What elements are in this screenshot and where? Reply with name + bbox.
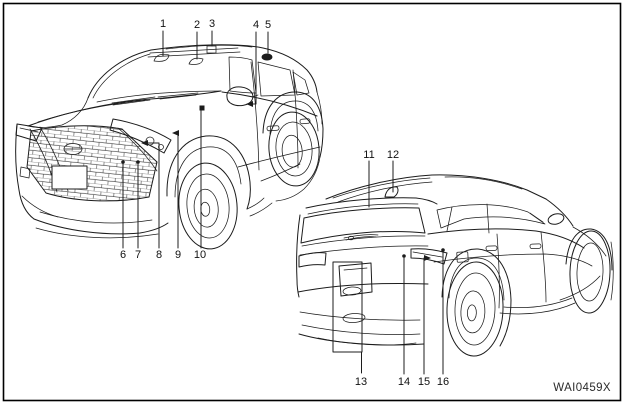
leader-13-bracket <box>332 261 363 374</box>
front-door-handle <box>266 125 280 132</box>
front-brand-badge-icon <box>63 143 83 155</box>
shark-fin-antenna <box>384 186 399 198</box>
callout-label-10: 10 <box>194 249 206 261</box>
leader-15 <box>423 257 428 375</box>
callout-label-3: 3 <box>209 18 215 30</box>
rear-wheel-rear <box>441 248 512 357</box>
front-fog-slit <box>19 166 31 179</box>
far-side-mirror <box>547 213 565 225</box>
callout-labels: 1 2 3 4 5 6 7 8 9 10 11 12 13 14 15 16 <box>120 18 449 388</box>
leader-8 <box>143 142 160 249</box>
callout-label-5: 5 <box>265 19 271 31</box>
callout-label-7: 7 <box>135 249 141 261</box>
rear-window <box>300 207 426 244</box>
front-license-plate <box>51 165 88 190</box>
rear-car-front-wheel <box>565 228 613 314</box>
front-wheel-rear <box>262 91 324 187</box>
front-vehicle-illustration <box>15 44 324 250</box>
callout-label-6: 6 <box>120 249 126 261</box>
callout-label-11: 11 <box>363 149 374 161</box>
callout-label-4: 4 <box>253 19 259 31</box>
leader-tip-markers <box>121 101 445 261</box>
fuel-filler-door <box>456 251 469 263</box>
rear-car-door-handle <box>485 245 498 251</box>
rear-door-handle <box>299 118 311 125</box>
callout-label-12: 12 <box>387 149 399 161</box>
callout-label-13: 13 <box>355 376 367 388</box>
rear-vehicle-illustration <box>296 174 614 357</box>
figure-code-watermark: WAI0459X <box>553 382 611 394</box>
front-wheel-front <box>166 135 251 250</box>
side-mirror <box>226 86 259 107</box>
callout-label-9: 9 <box>175 249 181 261</box>
callout-label-14: 14 <box>398 376 410 388</box>
callout-leader-lines <box>121 30 445 375</box>
callout-label-15: 15 <box>418 376 430 388</box>
rear-car-front-door-handle <box>529 243 542 249</box>
callout-label-16: 16 <box>437 376 449 388</box>
rear-license-plate <box>338 262 373 297</box>
callout-label-8: 8 <box>156 249 162 261</box>
taillights <box>298 248 448 268</box>
callout-label-2: 2 <box>194 19 200 31</box>
callout-label-1: 1 <box>160 18 166 30</box>
roof-items <box>153 45 273 65</box>
